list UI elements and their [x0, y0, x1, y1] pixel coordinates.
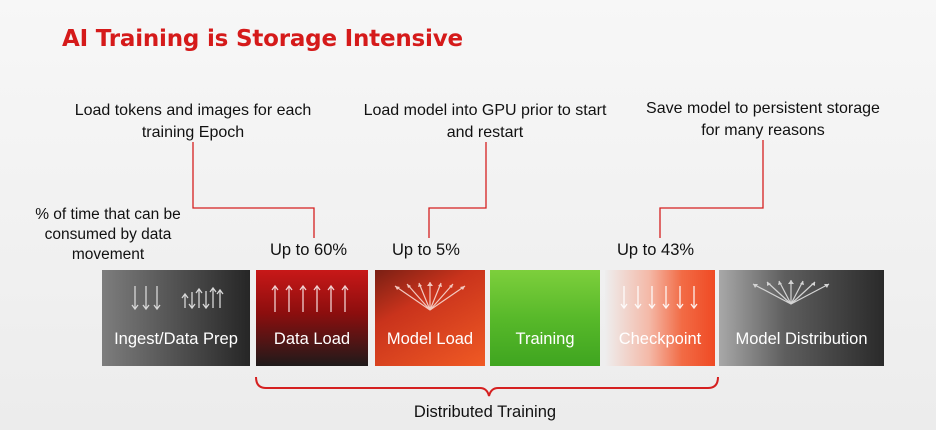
checkpoint-percentage: Up to 43% [617, 241, 695, 259]
data-load-connector [192, 142, 315, 238]
stage-training: Training [490, 270, 600, 366]
data-load-percentage: Up to 60% [270, 241, 348, 259]
down-arrows-icon [620, 286, 698, 310]
model-load-callout: Load model into GPU prior to start and r… [363, 102, 607, 141]
stage-model-distribution: Model Distribution [719, 270, 884, 366]
stage-label: Ingest/Data Prep [114, 330, 238, 348]
stage-label: Training [515, 330, 575, 348]
data-movement-note: % of time that can be consumed by data m… [35, 206, 181, 263]
mixed-down-up-arrows-icon [131, 286, 224, 311]
stage-label: Model Load [386, 330, 474, 348]
stage-label: Model Distribution [735, 330, 868, 348]
stage-label: Data Load [273, 330, 351, 348]
model-load-percentage: Up to 5% [392, 241, 460, 259]
page-title: AI Training is Storage Intensive [62, 26, 463, 52]
stage-model-load: Model Load [375, 270, 485, 366]
model-load-connector [428, 142, 487, 238]
stage-label: Checkpoint [618, 330, 702, 348]
distributed-training-bracket [255, 376, 719, 397]
fan-out-arrows-icon [394, 282, 466, 311]
checkpoint-callout: Save model to persistent storage for man… [646, 100, 880, 139]
stage-ingest-data-prep: Ingest/Data Prep [102, 270, 250, 366]
stage-data-load: Data Load [256, 270, 368, 366]
checkpoint-connector [659, 140, 764, 238]
fan-out-arrows-icon [752, 280, 830, 305]
data-load-callout: Load tokens and images for each training… [74, 102, 312, 141]
up-arrows-icon [271, 284, 349, 312]
distributed-training-label: Distributed Training [413, 403, 557, 421]
stage-checkpoint: Checkpoint [605, 270, 715, 366]
